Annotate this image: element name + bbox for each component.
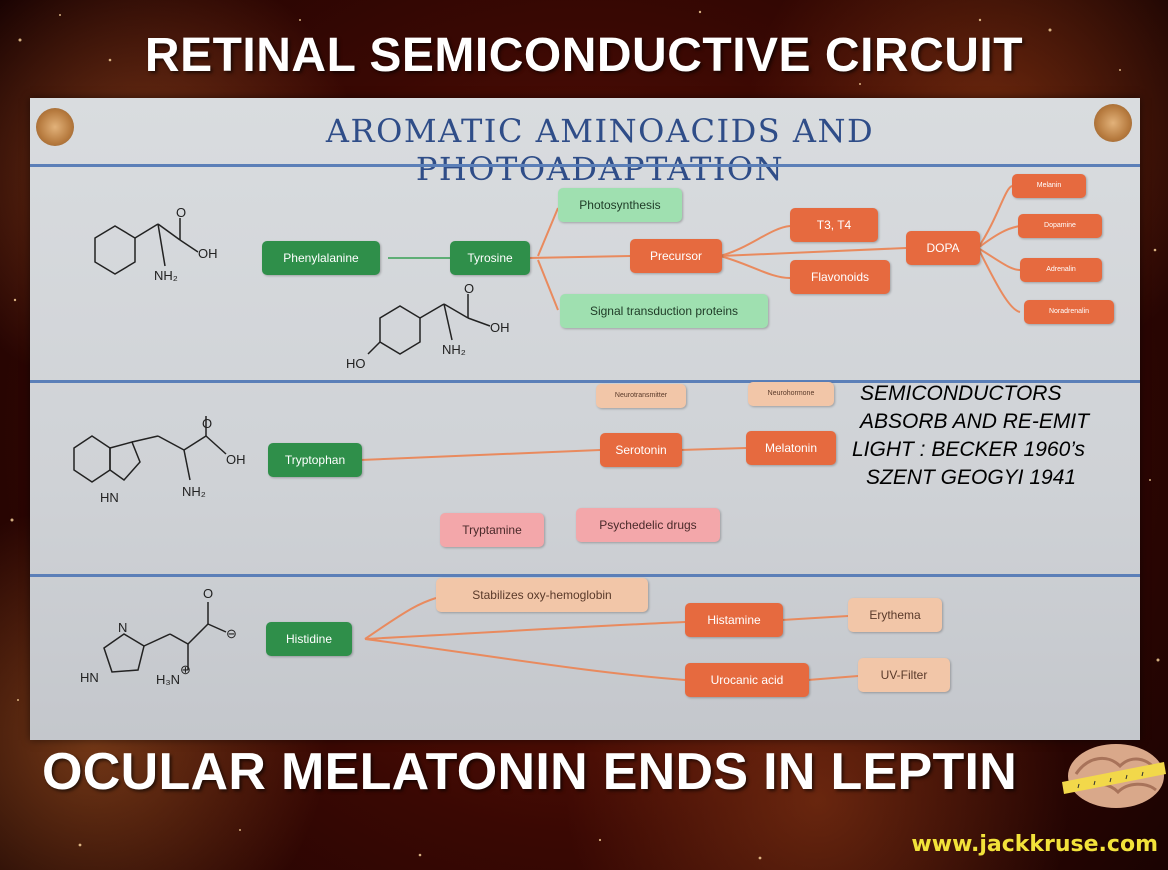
chem-oh: OH: [198, 246, 218, 261]
chem-o: O: [202, 416, 212, 431]
node-phenylalanine: Phenylalanine: [262, 241, 380, 275]
chem-minus: ⊖: [226, 626, 237, 641]
emblem-icon: [36, 108, 74, 146]
node-t3-t4: T3, T4: [790, 208, 878, 242]
note-line: SZENT GEOGYI 1941: [866, 466, 1077, 489]
section-divider: [30, 574, 1140, 577]
chem-hn: HN: [80, 670, 99, 685]
node-uv-filter: UV-Filter: [858, 658, 950, 692]
histidine-structure: N HN O ⊖ H₃N ⊕: [80, 588, 237, 687]
tyrosine-structure: O OH NH₂ HO: [346, 284, 510, 371]
node-erythema: Erythema: [848, 598, 942, 632]
chem-nh2: NH₂: [442, 342, 466, 357]
section-divider: [30, 380, 1140, 383]
node-serotonin: Serotonin: [600, 433, 682, 467]
poster: AROMATIC AMINOACIDS AND PHOTOADAPTATION: [30, 98, 1140, 740]
node-neurohormone: Neurohormone: [748, 382, 834, 406]
chem-h3n: H₃N: [156, 672, 180, 687]
website-link[interactable]: www.jackkruse.com: [911, 832, 1158, 857]
pathway-connectors: [359, 185, 1021, 681]
note-line: SEMICONDUCTORS: [860, 382, 1062, 405]
phenylalanine-structure: O OH NH₂: [94, 208, 218, 283]
chem-o: O: [176, 208, 186, 220]
node-flavonoids: Flavonoids: [790, 260, 890, 294]
node-precursor: Precursor: [630, 239, 722, 273]
note-line: ABSORB AND RE-EMIT: [860, 410, 1090, 433]
node-tryptophan: Tryptophan: [268, 443, 362, 477]
semiconductor-note: SEMICONDUCTORS ABSORB AND RE-EMIT LIGHT …: [852, 380, 1090, 492]
node-histidine: Histidine: [266, 622, 352, 656]
chem-ho: HO: [346, 356, 366, 371]
chem-plus: ⊕: [180, 662, 191, 677]
node-noradrenalin: Noradrenalin: [1024, 300, 1114, 324]
node-tyrosine: Tyrosine: [450, 241, 530, 275]
chem-o: O: [203, 588, 213, 601]
tryptophan-structure: O OH NH₂ HN: [73, 416, 246, 505]
node-stabilizes-oxy-hemoglobin: Stabilizes oxy-hemoglobin: [436, 578, 648, 612]
note-line: LIGHT : BECKER 1960’s: [852, 438, 1086, 461]
slide-title: RETINAL SEMICONDUCTIVE CIRCUIT: [144, 29, 1024, 82]
slide-subtitle: OCULAR MELATONIN ENDS IN LEPTIN: [42, 743, 1018, 801]
emblem-icon: [1094, 104, 1132, 142]
node-melanin: Melanin: [1012, 174, 1086, 198]
chem-oh: OH: [226, 452, 246, 467]
node-melatonin: Melatonin: [746, 431, 836, 465]
poster-title: AROMATIC AMINOACIDS AND PHOTOADAPTATION: [325, 112, 875, 188]
chem-nh2: NH₂: [182, 484, 206, 499]
node-urocanic-acid: Urocanic acid: [685, 663, 809, 697]
node-tryptamine: Tryptamine: [440, 513, 544, 547]
node-photosynthesis: Photosynthesis: [558, 188, 682, 222]
chem-hn: HN: [100, 490, 119, 505]
section-divider: [30, 164, 1140, 167]
node-dopa: DOPA: [906, 231, 980, 265]
node-dopamine: Dopamine: [1018, 214, 1102, 238]
chem-oh: OH: [490, 320, 510, 335]
chem-n: N: [118, 620, 127, 635]
brain-tape-icon: [1062, 744, 1166, 808]
chem-nh2: NH₂: [154, 268, 178, 283]
node-signal-transduction: Signal transduction proteins: [560, 294, 768, 328]
node-psychedelic-drugs: Psychedelic drugs: [576, 508, 720, 542]
node-adrenalin: Adrenalin: [1020, 258, 1102, 282]
node-neurotransmitter: Neurotransmitter: [596, 384, 686, 408]
chem-o: O: [464, 284, 474, 296]
node-histamine: Histamine: [685, 603, 783, 637]
